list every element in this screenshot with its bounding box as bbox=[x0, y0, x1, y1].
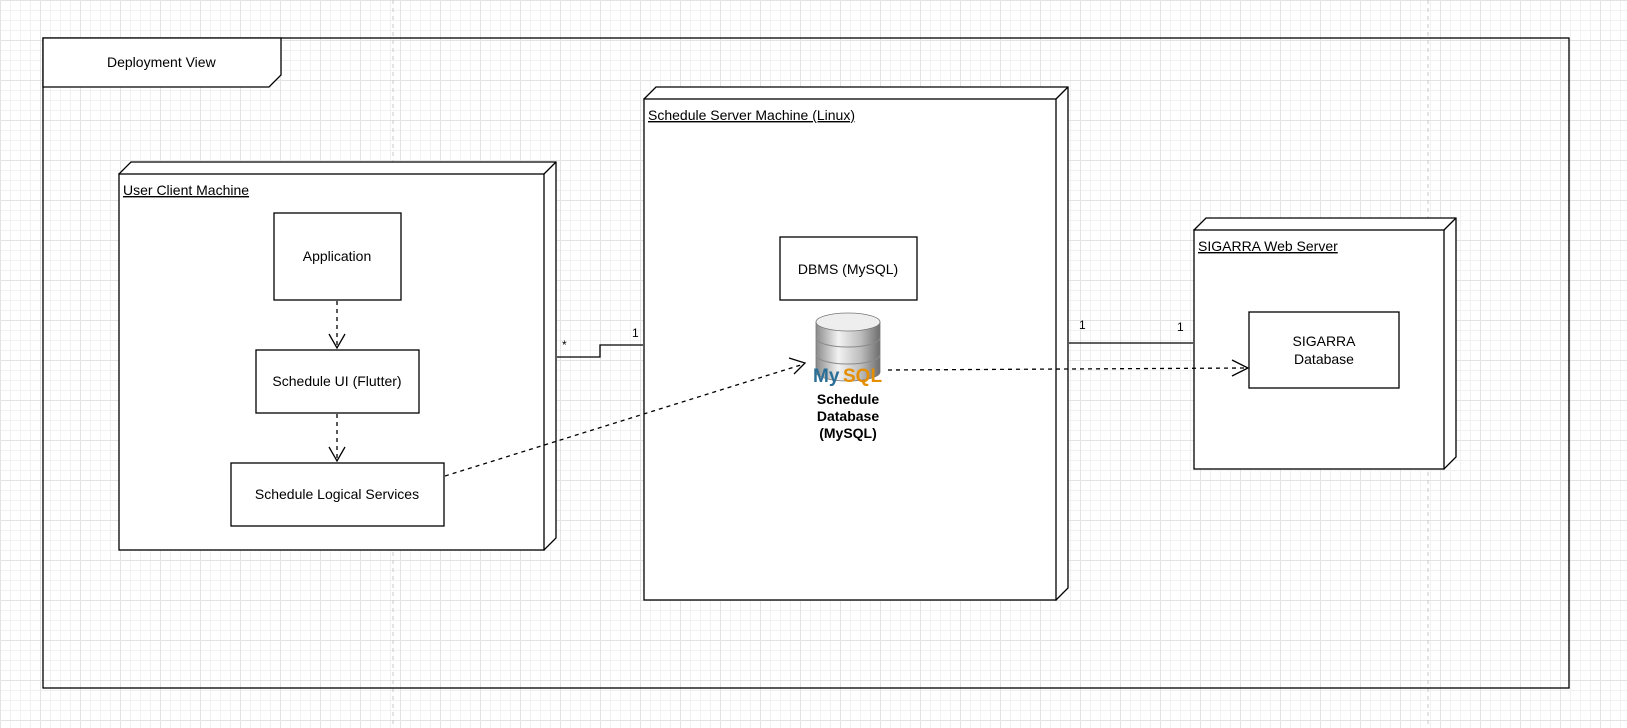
frame-title: Deployment View bbox=[107, 54, 217, 70]
artifact-sigarra-database[interactable]: SIGARRA Database bbox=[1248, 311, 1400, 389]
artifact-dbms[interactable]: DBMS (MySQL) bbox=[779, 236, 918, 301]
artifact-dbms-label: DBMS (MySQL) bbox=[798, 261, 898, 277]
multiplicity-server-left: 1 bbox=[632, 326, 639, 340]
association-client-server[interactable]: * 1 bbox=[557, 326, 643, 358]
dependency-ui-to-logical-services[interactable] bbox=[328, 414, 346, 463]
artifact-schedule-logical-services[interactable]: Schedule Logical Services bbox=[230, 462, 445, 527]
artifact-schedule-ui-label: Schedule UI (Flutter) bbox=[272, 373, 401, 389]
multiplicity-client: * bbox=[562, 338, 567, 352]
artifact-application-label: Application bbox=[303, 248, 372, 264]
node-title-client: User Client Machine bbox=[123, 182, 249, 198]
artifact-application[interactable]: Application bbox=[273, 212, 402, 301]
mysql-logo-my: My bbox=[813, 366, 840, 387]
db-label-line2: Database bbox=[817, 408, 879, 424]
node-title-server: Schedule Server Machine (Linux) bbox=[648, 107, 855, 123]
db-label-line1: Schedule bbox=[817, 391, 879, 407]
sigarra-db-label-line1: SIGARRA bbox=[1292, 333, 1356, 349]
mysql-logo-sql: SQL bbox=[843, 366, 882, 387]
dependency-application-to-ui[interactable] bbox=[328, 301, 346, 350]
multiplicity-server-right: 1 bbox=[1079, 318, 1086, 332]
multiplicity-sigarra: 1 bbox=[1177, 320, 1184, 334]
association-server-sigarra[interactable]: 1 1 bbox=[1069, 318, 1193, 344]
deployment-view-frame[interactable]: Deployment View bbox=[42, 37, 1570, 689]
artifact-schedule-ui[interactable]: Schedule UI (Flutter) bbox=[255, 349, 420, 414]
sigarra-db-label-line2: Database bbox=[1294, 351, 1354, 367]
node-title-sigarra: SIGARRA Web Server bbox=[1198, 238, 1338, 254]
artifact-logical-services-label: Schedule Logical Services bbox=[255, 486, 419, 502]
dependency-database-to-sigarra[interactable] bbox=[887, 359, 1250, 377]
db-label-line3: (MySQL) bbox=[819, 425, 877, 441]
dependency-services-to-database[interactable] bbox=[444, 357, 807, 477]
mysql-database-icon[interactable]: My SQL Schedule Database (MySQL) bbox=[813, 312, 882, 441]
